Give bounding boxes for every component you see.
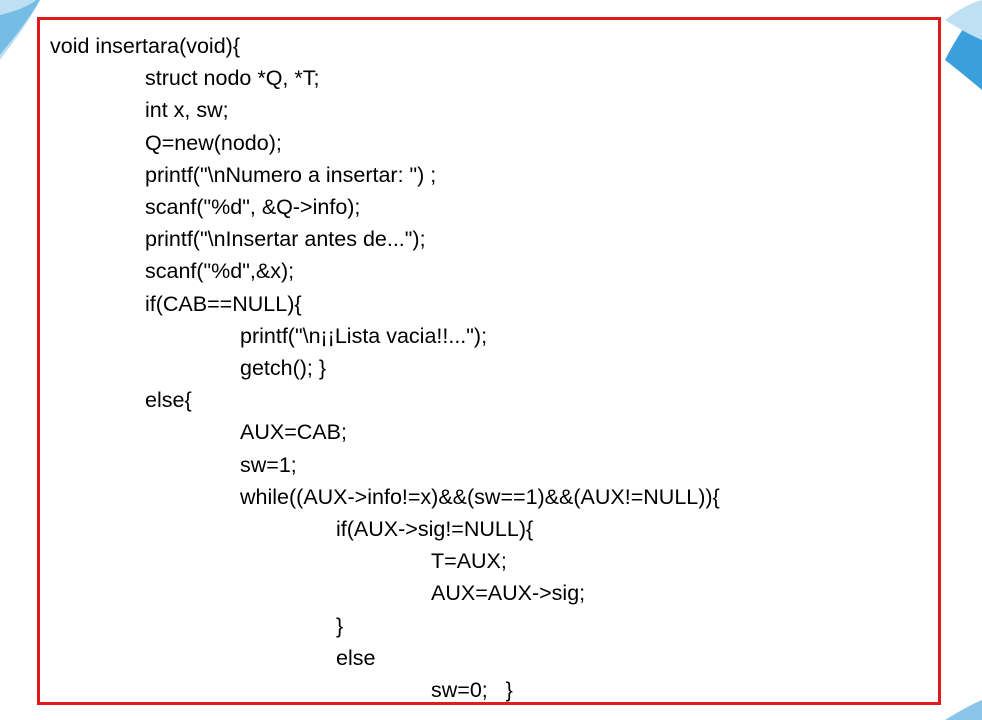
code-line: printf("\nInsertar antes de..."); [145,227,426,252]
code-line: int x, sw; [145,98,229,123]
code-line: else [336,645,376,670]
swoosh-top-left-accent [0,0,40,55]
code-line: Q=new(nodo); [145,130,282,155]
code-line: AUX=AUX->sig; [431,581,586,606]
code-line: while((AUX->info!=x)&&(sw==1)&&(AUX!=NUL… [240,484,720,509]
code-line: printf("\n¡¡Lista vacia!!..."); [240,323,488,348]
code-line: getch(); } [240,356,327,380]
code-line: scanf("%d", &Q->info); [145,195,361,219]
code-line: } [336,613,344,638]
swoosh-bottom-right [945,700,982,720]
code-line: sw=1; [240,452,297,477]
swoosh-top-right-light [945,0,982,40]
code-line: AUX=CAB; [240,420,347,445]
code-line: T=AUX; [431,549,507,574]
code-line: struct nodo *Q, *T; [145,66,320,91]
code-line: else{ [145,388,192,413]
code-line: scanf("%d",&x); [145,259,295,284]
code-panel: void insertara(void){ struct nodo *Q, *T;… [37,17,941,705]
code-line: printf("\nNumero a insertar: ") ; [145,162,437,187]
code-line: sw=0; } [431,678,513,702]
code-line: void insertara(void){ [50,34,241,58]
code-line: if(AUX->sig!=NULL){ [336,517,534,541]
code-line: if(CAB==NULL){ [145,291,302,316]
